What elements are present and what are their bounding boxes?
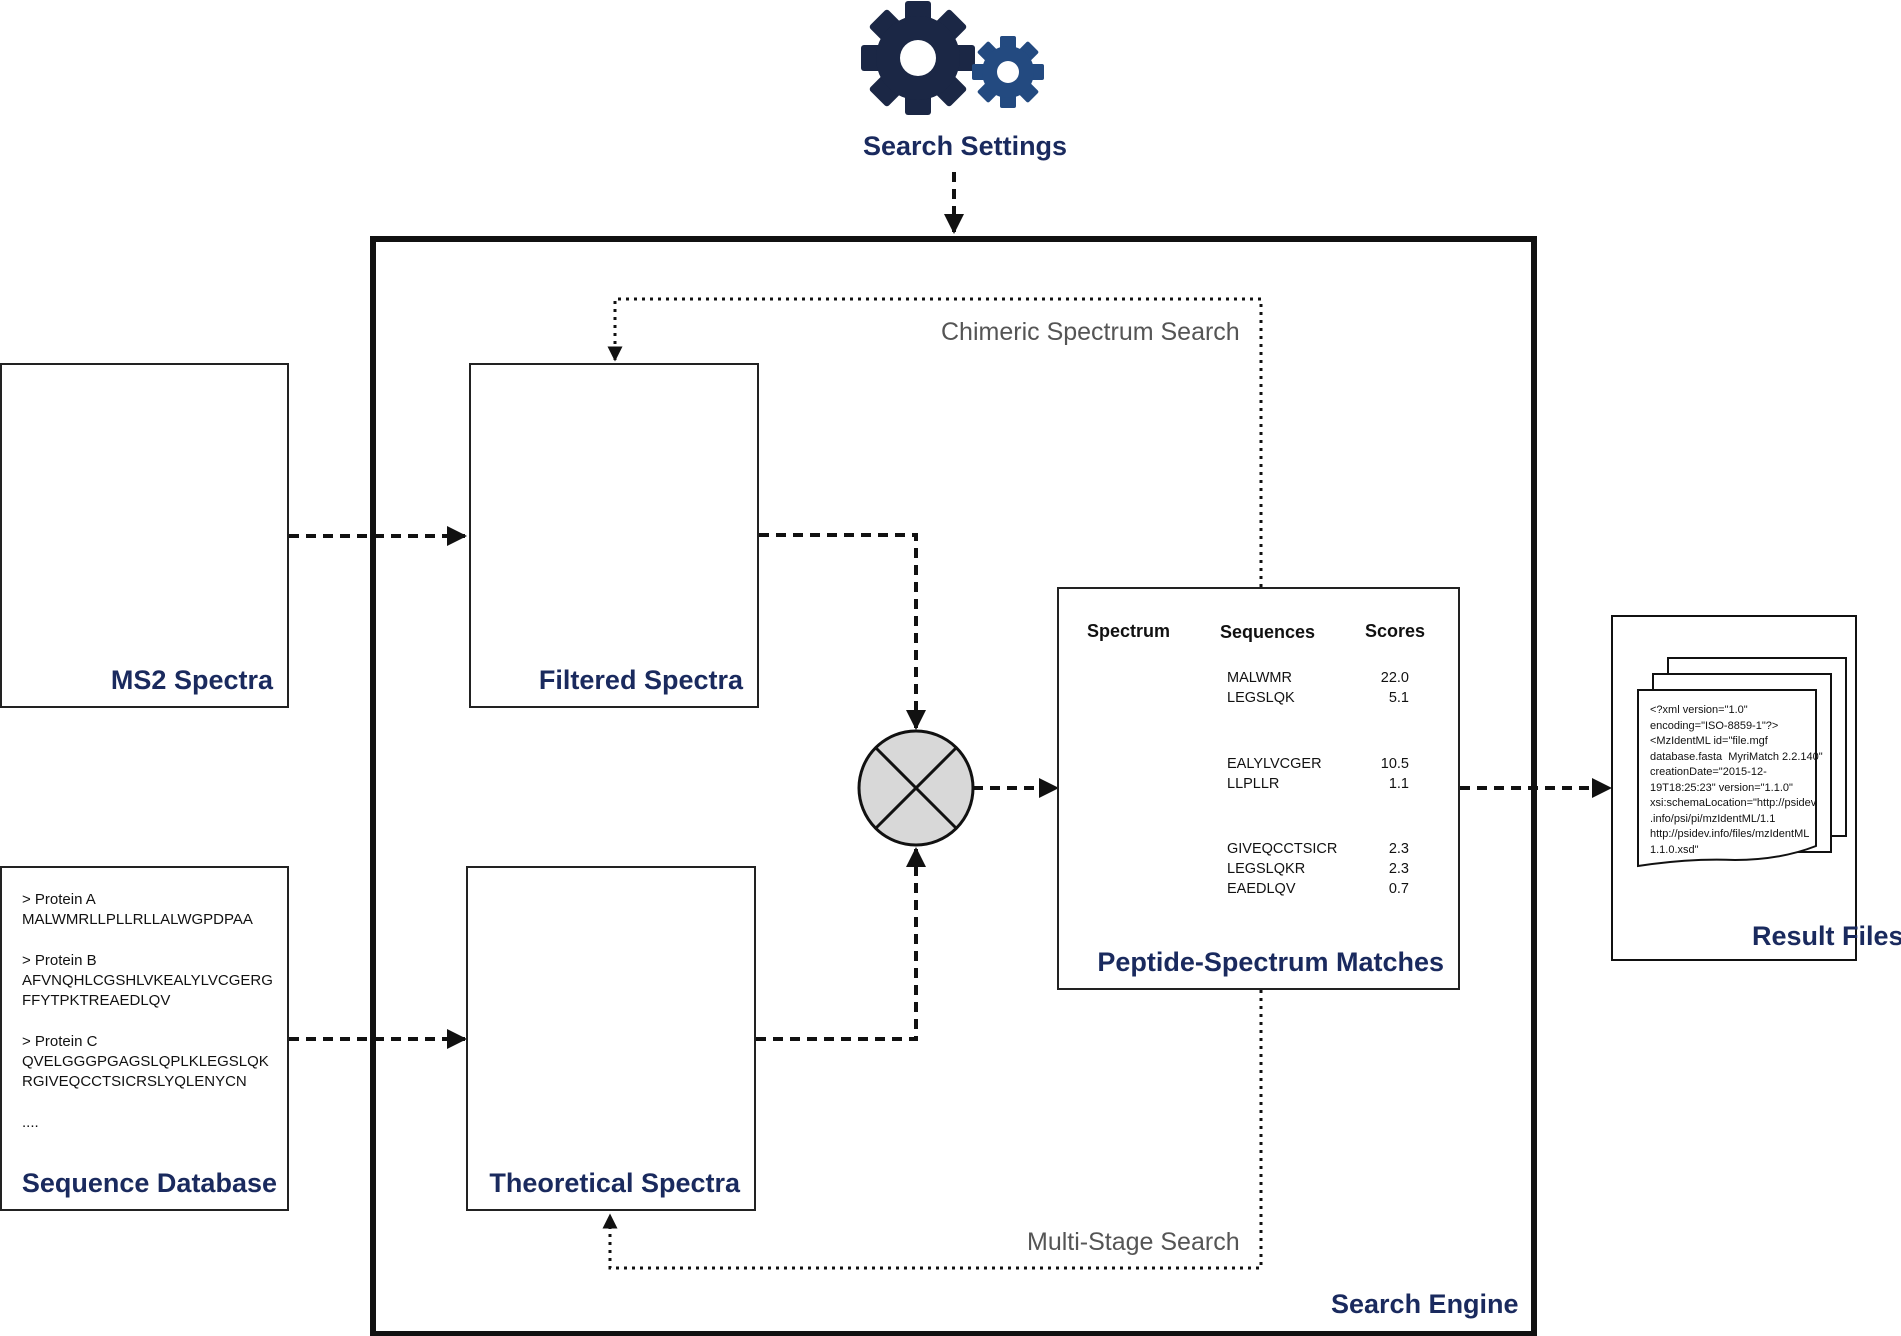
multiply-operator-icon — [857, 729, 975, 847]
psm-score: 2.3 — [1388, 841, 1409, 857]
psm-score: 10.5 — [1380, 756, 1409, 772]
document-stack-icon — [1611, 615, 1857, 961]
psm-score: 1.1 — [1388, 776, 1409, 792]
sequence-database-box: > Protein A MALWMRLLPLLRLLALWGPDPAA > Pr… — [0, 866, 289, 1211]
chimeric-search-loop — [607, 297, 1263, 587]
theoretical-spectra-title: Theoretical Spectra — [489, 1168, 740, 1198]
psm-sequence: MALWMR — [1227, 670, 1292, 686]
search-engine-title: Search Engine — [1331, 1289, 1519, 1319]
fasta-header: > Protein B — [22, 952, 97, 969]
fasta-sequence: RGIVEQCCTSICRSLYQLENYCN — [22, 1073, 247, 1090]
filtered-spectra-box: Filtered Spectra — [469, 363, 759, 708]
fasta-sequence: QVELGGGPGAGSLQPLKLEGSLQK — [22, 1053, 269, 1070]
fasta-header: > Protein C — [22, 1033, 98, 1050]
fasta-header: > Protein A — [22, 891, 96, 908]
psm-score: 2.3 — [1388, 861, 1409, 877]
filtered-spectra-title: Filtered Spectra — [538, 665, 743, 695]
result-file-xml: <?xml version="1.0" encoding="ISO-8859-1… — [1650, 704, 1823, 856]
ms2-spectra-box: MS2 Spectra — [0, 363, 289, 708]
psm-header-sequences: Sequences — [1220, 622, 1316, 642]
psm-sequence: LLPLLR — [1227, 776, 1280, 792]
gear-icon — [861, 1, 975, 115]
gear-small-icon — [972, 36, 1044, 108]
multi-stage-search-loop — [602, 990, 1263, 1270]
psm-score: 5.1 — [1388, 690, 1409, 706]
psm-sequence: EALYLVCGER — [1227, 756, 1322, 772]
psm-score: 22.0 — [1380, 670, 1409, 686]
psm-sequence: LEGSLQKR — [1227, 861, 1306, 877]
theoretical-to-operator-arrow — [756, 847, 926, 1041]
fasta-entry: > Protein B AFVNQHLCGSHLVKEALYLVCGERG FF… — [22, 951, 273, 1011]
fasta-ellipsis: .... — [22, 1114, 39, 1131]
fasta-sequence: FFYTPKTREAEDLQV — [22, 992, 171, 1009]
psm-sequence: EAEDLQV — [1227, 881, 1296, 897]
fasta-sequence: MALWMRLLPLLRLLALWGPDPAA — [22, 911, 253, 928]
psm-header-scores: Scores — [1365, 621, 1426, 641]
psm-sequence: LEGSLQK — [1227, 690, 1295, 706]
result-files-title: Result Files — [1752, 921, 1901, 951]
chimeric-search-label: Chimeric Spectrum Search — [941, 318, 1240, 346]
psm-sequence: GIVEQCCTSICR — [1227, 841, 1338, 857]
ms2-spectra-title: MS2 Spectra — [110, 665, 273, 695]
sequence-database-title: Sequence Database — [21, 1168, 277, 1198]
theoretical-spectra-box: Theoretical Spectra — [466, 866, 756, 1211]
fasta-sequence: AFVNQHLCGSHLVKEALYLVCGERG — [22, 972, 273, 989]
psm-title: Peptide-Spectrum Matches — [1097, 947, 1444, 977]
filtered-to-operator-arrow — [759, 533, 926, 730]
search-settings-title: Search Settings — [863, 131, 1068, 161]
fasta-entry: > Protein A MALWMRLLPLLRLLALWGPDPAA — [22, 890, 273, 930]
fasta-entry: > Protein C QVELGGGPGAGSLQPLKLEGSLQK RGI… — [22, 1032, 273, 1092]
psm-score: 0.7 — [1388, 881, 1409, 897]
psm-box: Spectrum Sequences Scores MALWMR LEGSLQK… — [1057, 587, 1460, 990]
psm-header-spectrum: Spectrum — [1087, 621, 1171, 641]
fasta-content: > Protein A MALWMRLLPLLRLLALWGPDPAA > Pr… — [22, 890, 273, 1133]
multi-stage-search-label: Multi-Stage Search — [1027, 1228, 1240, 1256]
